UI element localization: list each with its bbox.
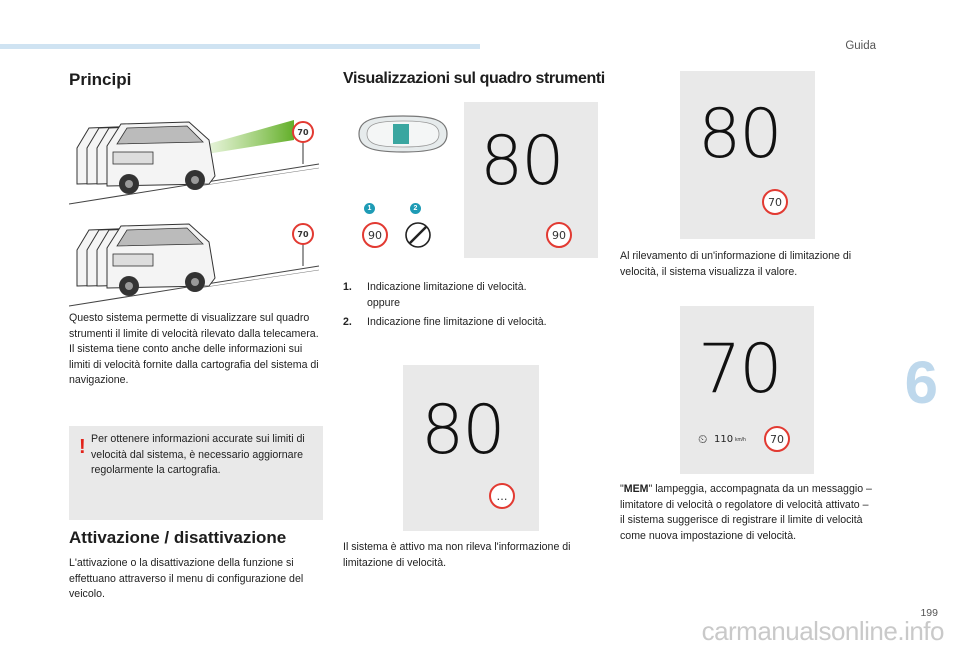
attivazione-text: L'attivazione o la disattivazione della … bbox=[69, 557, 304, 600]
detect-sign-70: 70 bbox=[762, 189, 788, 215]
callout-2: 2 bbox=[410, 203, 421, 214]
mem-sign-70: 70 bbox=[764, 426, 790, 452]
speed-limit-sign-90: 90 bbox=[362, 222, 388, 248]
warning-icon: ! bbox=[79, 436, 86, 458]
display-panel-limit: 80 90 bbox=[464, 102, 598, 258]
principi-text: Questo sistema permette di visualizzare … bbox=[69, 312, 319, 386]
watermark: carmanualsonline.info bbox=[701, 616, 945, 646]
list-item-number: 1. bbox=[343, 281, 352, 293]
inactive-sign: … bbox=[489, 483, 515, 509]
limiter-unit: km/h bbox=[735, 437, 746, 443]
visualizzazioni-title: Visualizzazioni sul quadro strumenti bbox=[343, 70, 605, 87]
list-item-text: Indicazione fine limitazione di velocità… bbox=[367, 316, 547, 328]
list-item-text: Indicazione limitazione di velocità. opp… bbox=[367, 281, 527, 309]
limiter-value: 110 bbox=[714, 434, 734, 445]
inactive-speed: 80 bbox=[421, 391, 506, 470]
limiter-icon: ⏲ bbox=[698, 432, 708, 446]
callout-1: 1 bbox=[364, 203, 375, 214]
list-item-number: 2. bbox=[343, 316, 352, 328]
mem-caption-text: " lampeggia, accompagnata da un messaggi… bbox=[620, 483, 872, 542]
warning-box: ! Per ottenere informazioni accurate sui… bbox=[69, 426, 323, 520]
limit-list: 1. Indicazione limitazione di velocità. … bbox=[343, 280, 583, 335]
mem-keyword: MEM bbox=[623, 483, 649, 495]
display-panel-inactive: 80 … bbox=[403, 365, 539, 531]
mem-speed: 70 bbox=[698, 330, 783, 409]
display-panel-mem: 70 ⏲ 110 km/h 70 bbox=[680, 306, 814, 474]
chapter-number: 6 bbox=[904, 349, 938, 416]
end-limit-icon bbox=[404, 221, 432, 249]
display-sign-90: 90 bbox=[546, 222, 572, 248]
principi-title: Principi bbox=[69, 70, 132, 89]
mem-caption: "MEM" lampeggia, accompagnata da un mess… bbox=[620, 483, 872, 542]
page-number: 199 bbox=[920, 607, 938, 619]
detect-speed: 80 bbox=[698, 95, 783, 174]
display-panel-detect: 80 70 bbox=[680, 71, 815, 239]
warning-text: Per ottenere informazioni accurate sui l… bbox=[91, 433, 305, 476]
inactive-caption: Il sistema è attivo ma non rileva l'info… bbox=[343, 541, 571, 569]
speed-limit-sign-1: 70 bbox=[292, 121, 314, 143]
car-illustration-2 bbox=[68, 214, 321, 310]
display-speed: 80 bbox=[480, 122, 565, 201]
car-illustration-1 bbox=[68, 104, 321, 206]
attivazione-title: Attivazione / disattivazione bbox=[69, 528, 287, 547]
camera-graphic bbox=[353, 112, 453, 156]
speed-limit-sign-2: 70 bbox=[292, 223, 314, 245]
detect-caption: Al rilevamento di un'informazione di lim… bbox=[620, 250, 852, 278]
section-label: Guida bbox=[845, 40, 876, 52]
list-item-1: 1. Indicazione limitazione di velocità. … bbox=[343, 280, 583, 311]
header-accent-bar bbox=[0, 44, 480, 49]
list-item-2: 2. Indicazione fine limitazione di veloc… bbox=[343, 315, 583, 331]
